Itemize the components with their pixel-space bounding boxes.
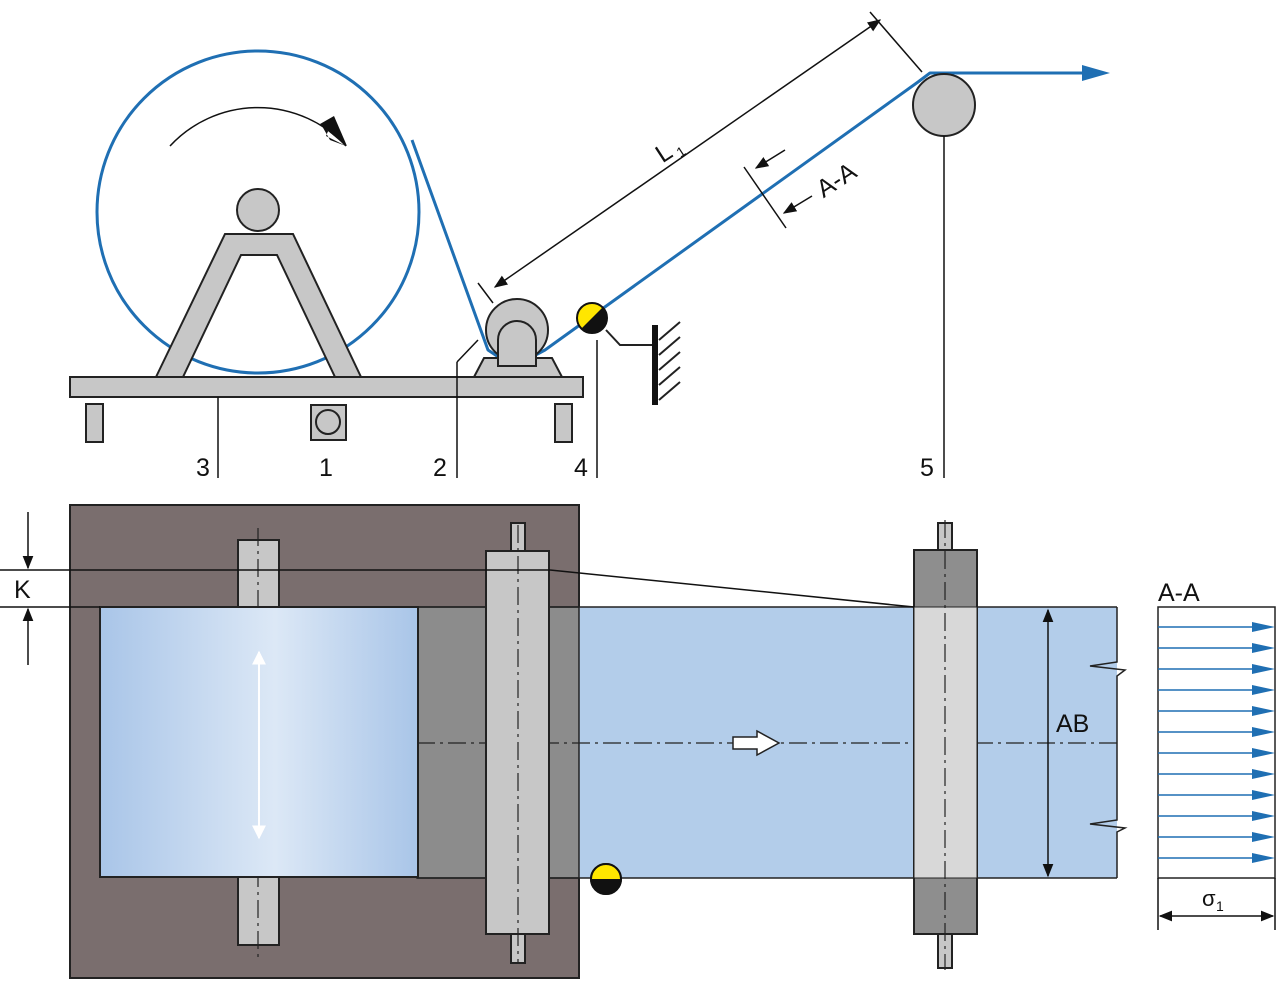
l1-subscript: 1 [673, 143, 688, 161]
section-arrow-upper [754, 149, 786, 169]
sigma-subscript: 1 [1216, 898, 1224, 914]
part-label-5: 5 [920, 454, 934, 482]
sensor-black-half [581, 307, 608, 334]
stress-arrow-head [1252, 706, 1275, 716]
section-arrow-lower [782, 195, 813, 214]
carriage-wheel [315, 409, 341, 435]
part-label-1: 1 [319, 454, 333, 482]
ab-label: AB [1056, 710, 1089, 738]
a-frame [154, 233, 363, 378]
stress-arrows [1158, 622, 1275, 863]
l1-dimension-line [493, 19, 882, 288]
stress-arrow-head [1252, 811, 1275, 821]
leader-2 [456, 339, 479, 363]
web-exit-arrow [1082, 65, 1110, 81]
edge-sensor-4 [576, 302, 681, 405]
l1-extension-left [477, 282, 494, 304]
section-label-top: A-A [811, 157, 861, 203]
stress-arrow-head [1252, 748, 1275, 758]
wall-hatch [658, 321, 681, 401]
unwind-stand [69, 376, 584, 443]
base-rail [69, 376, 584, 398]
sensor-plan-yellow [591, 864, 621, 879]
stress-arrow-head [1252, 685, 1275, 695]
stress-arrow-head [1252, 622, 1275, 632]
roller-5 [912, 73, 976, 137]
stress-arrow-head [1252, 853, 1275, 863]
k-ref-line-skew [549, 569, 915, 608]
web-direction-arrow [732, 729, 781, 757]
stress-arrow-head [1252, 727, 1275, 737]
stress-arrow-head [1252, 643, 1275, 653]
guide-roller-2 [472, 298, 564, 378]
section-cut-line [743, 166, 787, 229]
left-foot [85, 403, 104, 443]
k-label: K [14, 576, 31, 604]
section-title: A-A [1158, 579, 1200, 607]
right-foot [554, 403, 573, 443]
edge-sensor-plan [590, 863, 622, 895]
sensor-bracket [605, 329, 655, 346]
rotation-arrowhead [320, 116, 347, 146]
part-label-2: 2 [433, 454, 447, 482]
sigma-label: σ [1202, 886, 1216, 911]
part-label-3: 3 [196, 454, 210, 482]
roller-2-bearing [497, 320, 537, 367]
roll-shaft [236, 188, 280, 232]
web-break-line [1089, 607, 1128, 878]
stress-arrow-head [1252, 832, 1275, 842]
sensor-plan-outline [590, 863, 622, 895]
part-label-4: 4 [574, 454, 588, 482]
stress-arrow-head [1252, 664, 1275, 674]
roller-2-base [472, 357, 564, 378]
stress-arrow-head [1252, 790, 1275, 800]
stress-arrow-head [1252, 769, 1275, 779]
